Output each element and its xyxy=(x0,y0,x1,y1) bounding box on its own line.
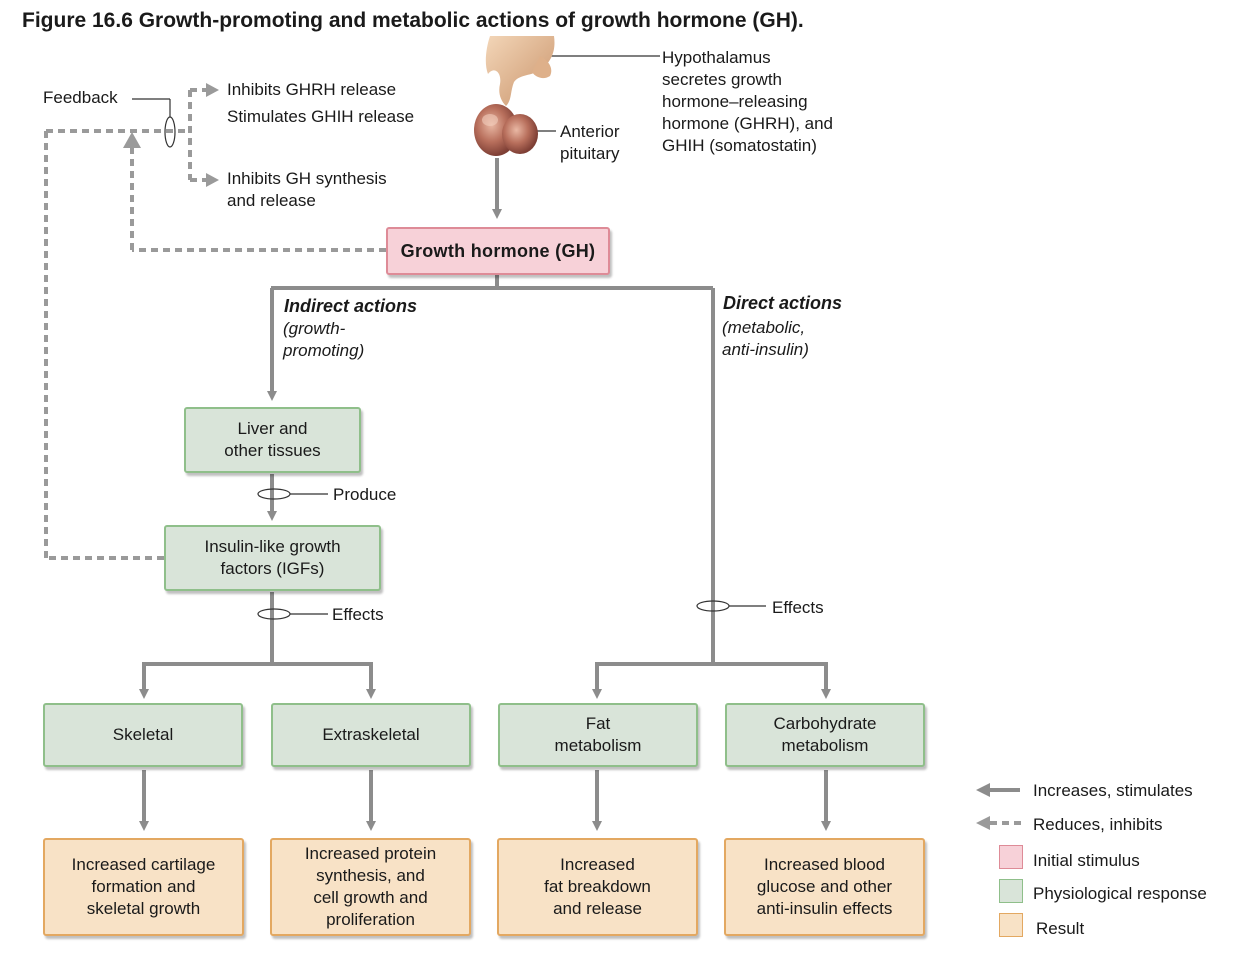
growth-hormone-label: Growth hormone (GH) xyxy=(400,241,596,261)
hypothalamus-label: Hypothalamus secretes growth hormone–rel… xyxy=(662,48,834,155)
inhibits-ghrh-label: Inhibits GHRH release xyxy=(227,80,397,99)
produce-label: Produce xyxy=(333,485,397,504)
legend-result-swatch xyxy=(999,913,1023,937)
response-label: Carbohydrate metabolism xyxy=(773,714,877,755)
legend-physiological-swatch xyxy=(999,879,1023,903)
skeletal-result-box: Increased cartilage formation and skelet… xyxy=(43,838,244,936)
result-label: Increased fat breakdown and release xyxy=(544,855,651,918)
legend-initial-label: Initial stimulus xyxy=(1033,851,1140,870)
indirect-actions-subtitle: (growth- promoting) xyxy=(283,319,365,360)
growth-hormone-box: Growth hormone (GH) xyxy=(386,227,610,275)
liver-box: Liver and other tissues xyxy=(184,407,361,473)
result-label: Increased blood glucose and other anti-i… xyxy=(756,855,893,918)
effects-right-label: Effects xyxy=(772,598,824,617)
legend-initial-swatch xyxy=(999,845,1023,869)
response-label: Skeletal xyxy=(112,725,174,744)
legend-physiological-label: Physiological response xyxy=(1033,884,1207,903)
liver-label: Liver and other tissues xyxy=(224,419,321,460)
legend-increases-label: Increases, stimulates xyxy=(1033,781,1193,800)
fat-result-box: Increased fat breakdown and release xyxy=(497,838,698,936)
direct-actions-title: Direct actions xyxy=(723,293,843,313)
feedback-label: Feedback xyxy=(43,88,118,107)
igf-box: Insulin-like growth factors (IGFs) xyxy=(164,525,381,591)
inhibits-gh-label: Inhibits GH synthesis and release xyxy=(227,169,387,210)
response-label: Fat metabolism xyxy=(554,714,642,755)
carbohydrate-result-box: Increased blood glucose and other anti-i… xyxy=(724,838,925,936)
pituitary-label: Anterior pituitary xyxy=(560,122,620,163)
legend-result-label: Result xyxy=(1036,919,1085,938)
effects-left-label: Effects xyxy=(332,605,384,624)
skeletal-box: Skeletal xyxy=(43,703,243,767)
carbohydrate-metabolism-box: Carbohydrate metabolism xyxy=(725,703,925,767)
igf-label: Insulin-like growth factors (IGFs) xyxy=(204,537,341,578)
response-label: Extraskeletal xyxy=(322,725,420,744)
result-label: Increased protein synthesis, and cell gr… xyxy=(304,844,437,929)
stimulates-ghih-label: Stimulates GHIH release xyxy=(227,107,415,126)
result-label: Increased cartilage formation and skelet… xyxy=(71,855,216,918)
extraskeletal-box: Extraskeletal xyxy=(271,703,471,767)
figure-title: Figure 16.6 Growth-promoting and metabol… xyxy=(22,9,804,32)
extraskeletal-result-box: Increased protein synthesis, and cell gr… xyxy=(270,838,471,936)
indirect-actions-title: Indirect actions xyxy=(284,296,418,316)
fat-metabolism-box: Fat metabolism xyxy=(498,703,698,767)
pituitary-illustration xyxy=(474,36,555,156)
direct-actions-subtitle: (metabolic, anti-insulin) xyxy=(722,318,809,359)
legend-reduces-label: Reduces, inhibits xyxy=(1033,815,1163,834)
